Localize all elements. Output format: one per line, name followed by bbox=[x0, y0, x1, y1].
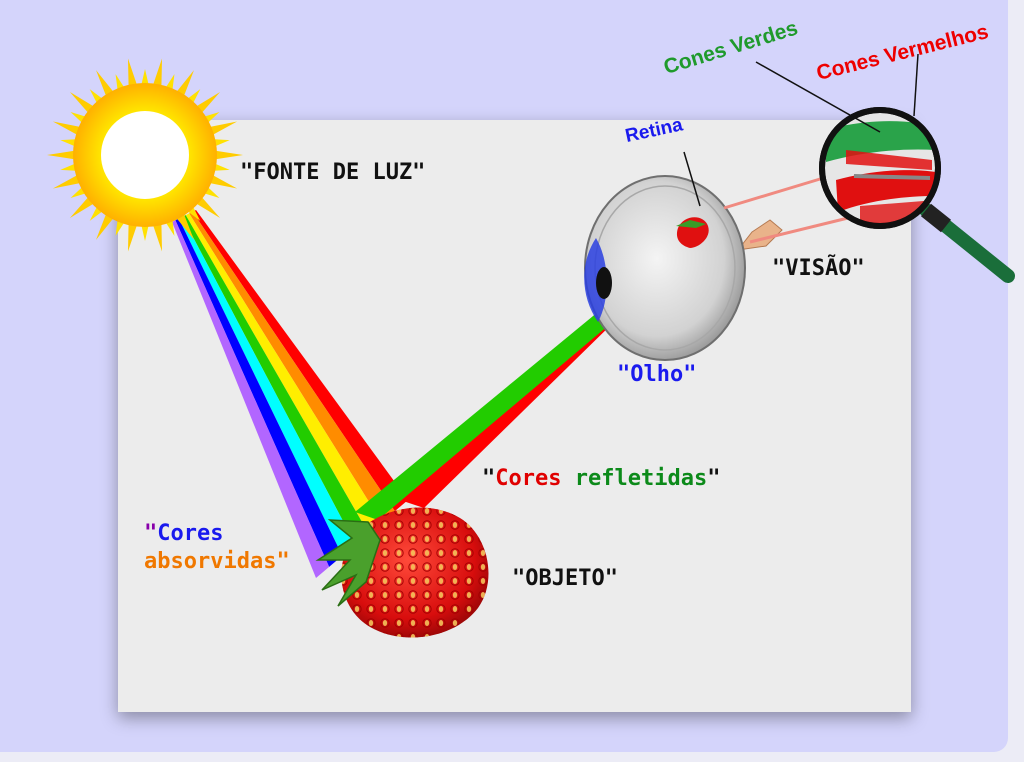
reflected-colors-label: "Cores refletidas" bbox=[482, 466, 720, 491]
eye-label: "Olho" bbox=[617, 362, 697, 387]
spectrum-band bbox=[189, 211, 395, 523]
incoming-light-spectrum bbox=[172, 210, 408, 579]
absorbed-quote-close: " bbox=[276, 549, 290, 574]
zoom-line-top bbox=[723, 174, 831, 210]
spectrum-band bbox=[192, 210, 408, 512]
vision-label: "VISÃO" bbox=[772, 256, 865, 281]
light-source-label: "FONTE DE LUZ" bbox=[240, 160, 426, 185]
spectrum-band bbox=[178, 216, 356, 556]
reflected-word-cores: Cores bbox=[495, 466, 562, 491]
spectrum-band bbox=[172, 220, 330, 579]
absorbed-quote-open: " bbox=[144, 521, 158, 546]
magnifier-icon bbox=[819, 107, 1015, 283]
object-label: "OBJETO" bbox=[512, 566, 618, 591]
absorbed-colors-label: "Cores absorvidas" bbox=[144, 520, 290, 576]
spectrum-band bbox=[185, 213, 382, 534]
strawberry-object-icon bbox=[315, 507, 489, 638]
green-cones-pointer bbox=[755, 61, 881, 133]
spectrum-band bbox=[175, 218, 343, 567]
absorbed-word-cores: Cores bbox=[157, 521, 224, 546]
sun-icon bbox=[47, 58, 243, 252]
zoom-line-bottom bbox=[749, 216, 849, 244]
eye-icon bbox=[584, 175, 783, 361]
absorbed-word-absorvidas: absorvidas bbox=[144, 549, 277, 574]
red-cones-pointer bbox=[913, 53, 919, 117]
reflected-quote-close: " bbox=[707, 466, 721, 491]
reflected-quote-open: " bbox=[482, 466, 496, 491]
reflected-word-refletidas: refletidas bbox=[574, 466, 708, 491]
retina-pointer bbox=[683, 151, 701, 207]
spectrum-band bbox=[182, 215, 369, 545]
